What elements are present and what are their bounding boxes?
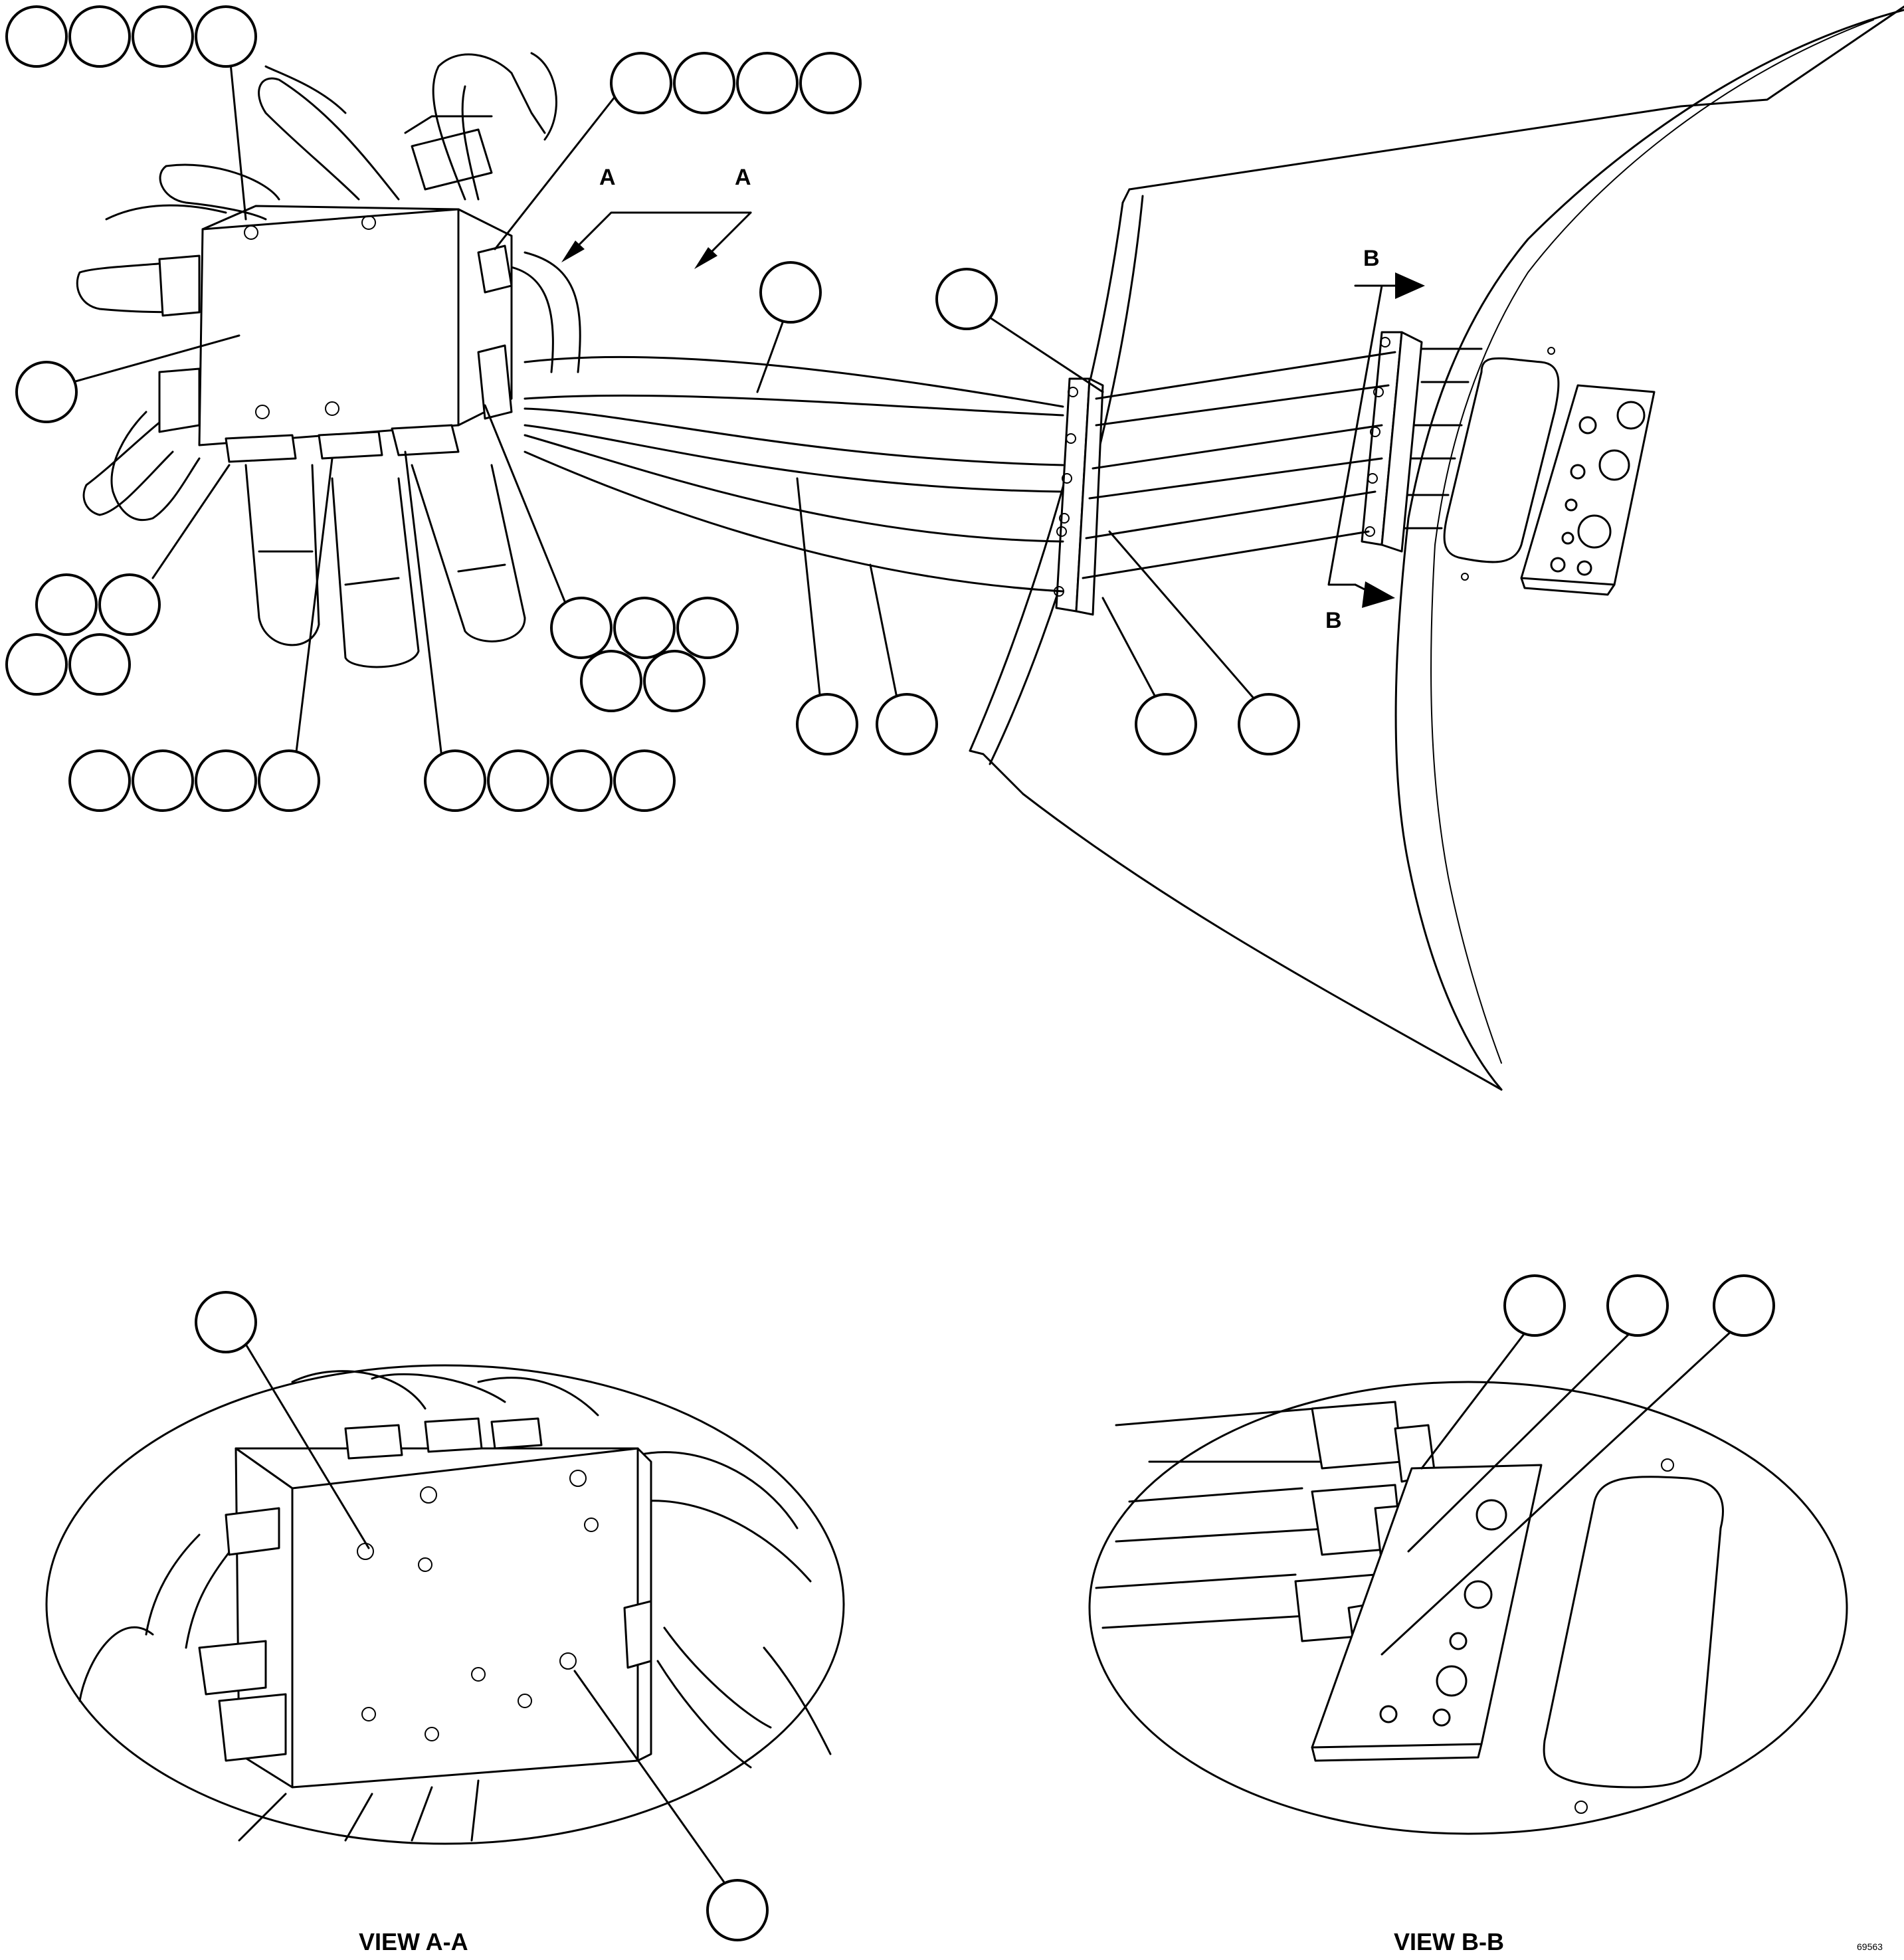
callout-balloon xyxy=(613,597,676,659)
callout-balloon xyxy=(5,633,68,696)
callout-balloon xyxy=(580,650,642,712)
bulkhead-port-block xyxy=(1520,384,1656,596)
view-b-ellipse xyxy=(1088,1381,1848,1835)
callout-balloons-main xyxy=(5,5,1300,812)
callout-balloon xyxy=(132,749,194,812)
callout-balloon xyxy=(98,573,161,636)
long-hoses xyxy=(524,347,1483,593)
view-a-a: VIEW A-A xyxy=(45,1291,845,1955)
callout-balloon xyxy=(1713,1274,1775,1337)
valve-block xyxy=(158,205,513,463)
view-b-b: VIEW B-B xyxy=(1088,1274,1848,1955)
callout-balloon xyxy=(1238,693,1300,755)
callout-balloon xyxy=(736,52,799,114)
callout-balloon xyxy=(195,5,257,68)
section-a-arrows: A A xyxy=(561,165,752,269)
callout-balloon xyxy=(796,693,858,755)
callout-balloon xyxy=(5,5,68,68)
callout-balloon xyxy=(68,5,131,68)
callout-balloon xyxy=(132,5,194,68)
callout-balloon xyxy=(550,749,613,812)
callout-balloon xyxy=(487,749,549,812)
callout-balloon xyxy=(876,693,938,755)
callout-balloon xyxy=(424,749,486,812)
section-b-arrows: B B xyxy=(1325,246,1425,633)
leader-lines xyxy=(72,49,1260,759)
upper-hoses xyxy=(76,52,581,373)
callout-balloon xyxy=(258,749,320,812)
callout-balloon xyxy=(1135,693,1197,755)
callout-balloon xyxy=(35,573,98,636)
callout-balloon xyxy=(68,749,131,812)
drawing-code: 69563 xyxy=(1857,1941,1883,1952)
callout-balloon xyxy=(610,52,672,114)
main-view: A A B B xyxy=(5,5,1904,1091)
lower-hoses xyxy=(82,411,526,668)
mounting-panel xyxy=(969,5,1904,1091)
view-a-caption: VIEW A-A xyxy=(359,1928,468,1955)
callout-balloon xyxy=(1606,1274,1669,1337)
callout-balloon xyxy=(706,1879,769,1941)
callout-balloon xyxy=(1503,1274,1566,1337)
section-b-label-top: B xyxy=(1363,246,1380,271)
callout-balloon xyxy=(759,261,822,324)
view-b-caption: VIEW B-B xyxy=(1394,1928,1504,1955)
callout-balloon xyxy=(15,361,78,423)
callout-balloon xyxy=(195,749,257,812)
section-a-label-right: A xyxy=(735,165,751,190)
callout-balloon xyxy=(550,597,613,659)
callout-balloon xyxy=(613,749,676,812)
section-a-label-left: A xyxy=(599,165,616,190)
callout-balloon xyxy=(68,633,131,696)
callout-balloon xyxy=(195,1291,257,1353)
hose-clamp-brackets xyxy=(1054,331,1423,616)
callout-balloon xyxy=(799,52,862,114)
callout-balloon xyxy=(935,268,998,330)
section-b-label-bottom: B xyxy=(1325,608,1342,633)
callout-balloon xyxy=(643,650,706,712)
callout-balloon xyxy=(676,597,739,659)
callout-balloon xyxy=(673,52,735,114)
view-a-ellipse xyxy=(45,1364,845,1845)
